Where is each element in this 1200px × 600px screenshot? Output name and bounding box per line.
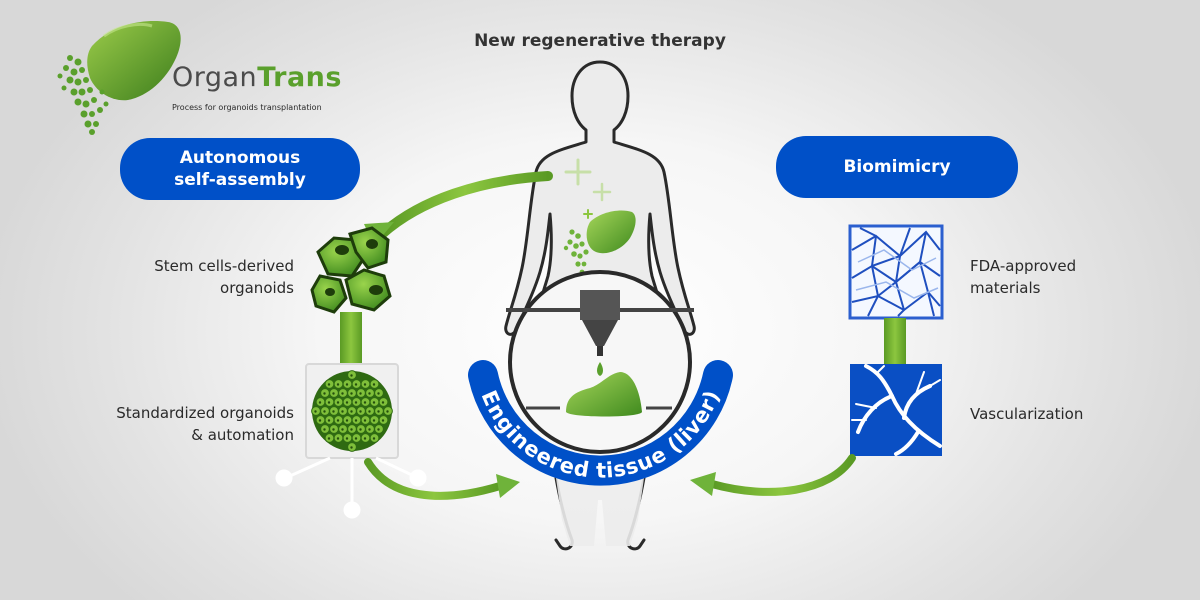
fda-line-2: materials (970, 279, 1041, 297)
fda-materials-label: FDA-approved materials (970, 255, 1170, 299)
pill-line-2: self-assembly (174, 170, 306, 190)
plus-icon (564, 158, 612, 219)
engineered-tissue-arc (468, 360, 733, 486)
organtrans-logo-mark (57, 21, 181, 135)
automation-network-icon (275, 456, 427, 519)
scaffold-mesh-icon (848, 224, 944, 320)
standardized-line-2: & automation (191, 426, 294, 444)
vascular-tree-icon (850, 364, 942, 456)
stem-cells-label: Stem cells-derived organoids (100, 255, 294, 299)
printed-tissue-icon (566, 372, 642, 417)
logo-wordmark: OrganTrans (172, 62, 342, 93)
connector-bar-right (884, 318, 906, 364)
autonomous-self-assembly-pill: Autonomous self-assembly (120, 138, 360, 200)
page-title: New regenerative therapy (474, 31, 726, 51)
organoid-sphere-icon (305, 363, 399, 459)
arrow-to-engineered-tissue-left (364, 458, 520, 500)
connector-bar-left (340, 312, 362, 364)
logo-word-trans: Trans (257, 62, 342, 93)
standardized-line-1: Standardized organoids (116, 404, 294, 422)
logo-word-organ: Organ (172, 62, 258, 93)
print-nozzle-icon (580, 290, 620, 376)
standardized-organoids-label: Standardized organoids & automation (70, 402, 294, 446)
arrow-to-engineered-tissue-right (690, 454, 856, 496)
stem-cells-line-2: organoids (220, 279, 294, 297)
stem-cells-line-1: Stem cells-derived (154, 257, 294, 275)
curved-arrow-to-stem-cells (364, 171, 553, 246)
vascularization-label: Vascularization (970, 405, 1084, 423)
fda-line-1: FDA-approved (970, 257, 1077, 275)
biomimicry-label: Biomimicry (843, 157, 951, 177)
logo-tagline: Process for organoids transplantation (172, 103, 322, 112)
pill-line-1: Autonomous (179, 148, 301, 168)
stem-cells-cluster (310, 226, 392, 314)
biomimicry-pill: Biomimicry (776, 136, 1018, 198)
